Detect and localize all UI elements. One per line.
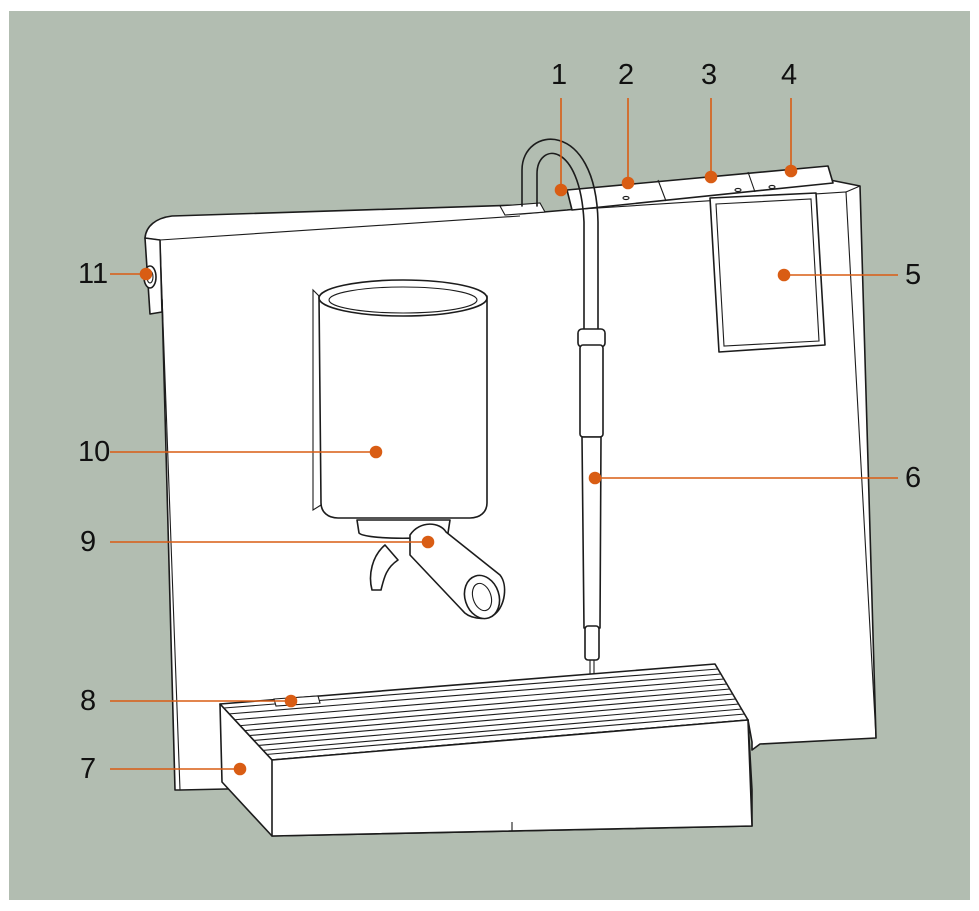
callout-marker-6	[588, 471, 602, 485]
callout-number-11: 11	[78, 258, 109, 290]
callout-marker-9	[421, 535, 435, 549]
callout-marker-11	[139, 267, 153, 281]
hopper-back-panel	[312, 288, 322, 511]
callout-number-9: 9	[80, 526, 97, 558]
steam-wand-slot	[499, 202, 546, 216]
callout-number-8: 8	[80, 685, 97, 717]
steam-wand-tip	[584, 625, 600, 661]
callout-number-6: 6	[905, 462, 922, 494]
display-screen	[715, 198, 820, 347]
hopper-opening	[328, 286, 478, 314]
top-button-3	[734, 187, 742, 193]
callout-marker-7	[233, 762, 247, 776]
callout-marker-10	[369, 445, 383, 459]
callout-marker-8	[284, 694, 298, 708]
top-strip-divider	[657, 179, 667, 202]
portafilter-spout	[369, 544, 399, 591]
top-control-strip	[566, 165, 834, 211]
callout-marker-3	[704, 170, 718, 184]
portafilter-handle-end	[463, 574, 501, 620]
callout-marker-4	[784, 164, 798, 178]
callout-number-3: 3	[701, 59, 718, 91]
steam-wand-arc-inner	[536, 152, 585, 336]
steam-wand-arc-outer	[521, 138, 599, 336]
steam-wand-shaft	[581, 436, 602, 629]
callout-marker-5	[777, 268, 791, 282]
callout-marker-2	[621, 176, 635, 190]
portafilter-handle-recess	[471, 582, 493, 612]
callout-number-5: 5	[905, 259, 922, 291]
top-button-4	[768, 184, 776, 190]
top-button-2	[622, 195, 630, 201]
callout-marker-1	[554, 183, 568, 197]
callout-number-7: 7	[80, 753, 97, 785]
callout-number-4: 4	[781, 59, 798, 91]
callout-number-10: 10	[78, 436, 111, 468]
machine-top-face	[845, 185, 861, 193]
callout-number-1: 1	[551, 59, 568, 91]
top-strip-divider	[747, 171, 756, 193]
hopper-body	[318, 295, 488, 519]
display-screen-bezel	[709, 192, 826, 353]
drip-tray-front-panel	[271, 719, 753, 837]
callout-number-2: 2	[618, 59, 635, 91]
